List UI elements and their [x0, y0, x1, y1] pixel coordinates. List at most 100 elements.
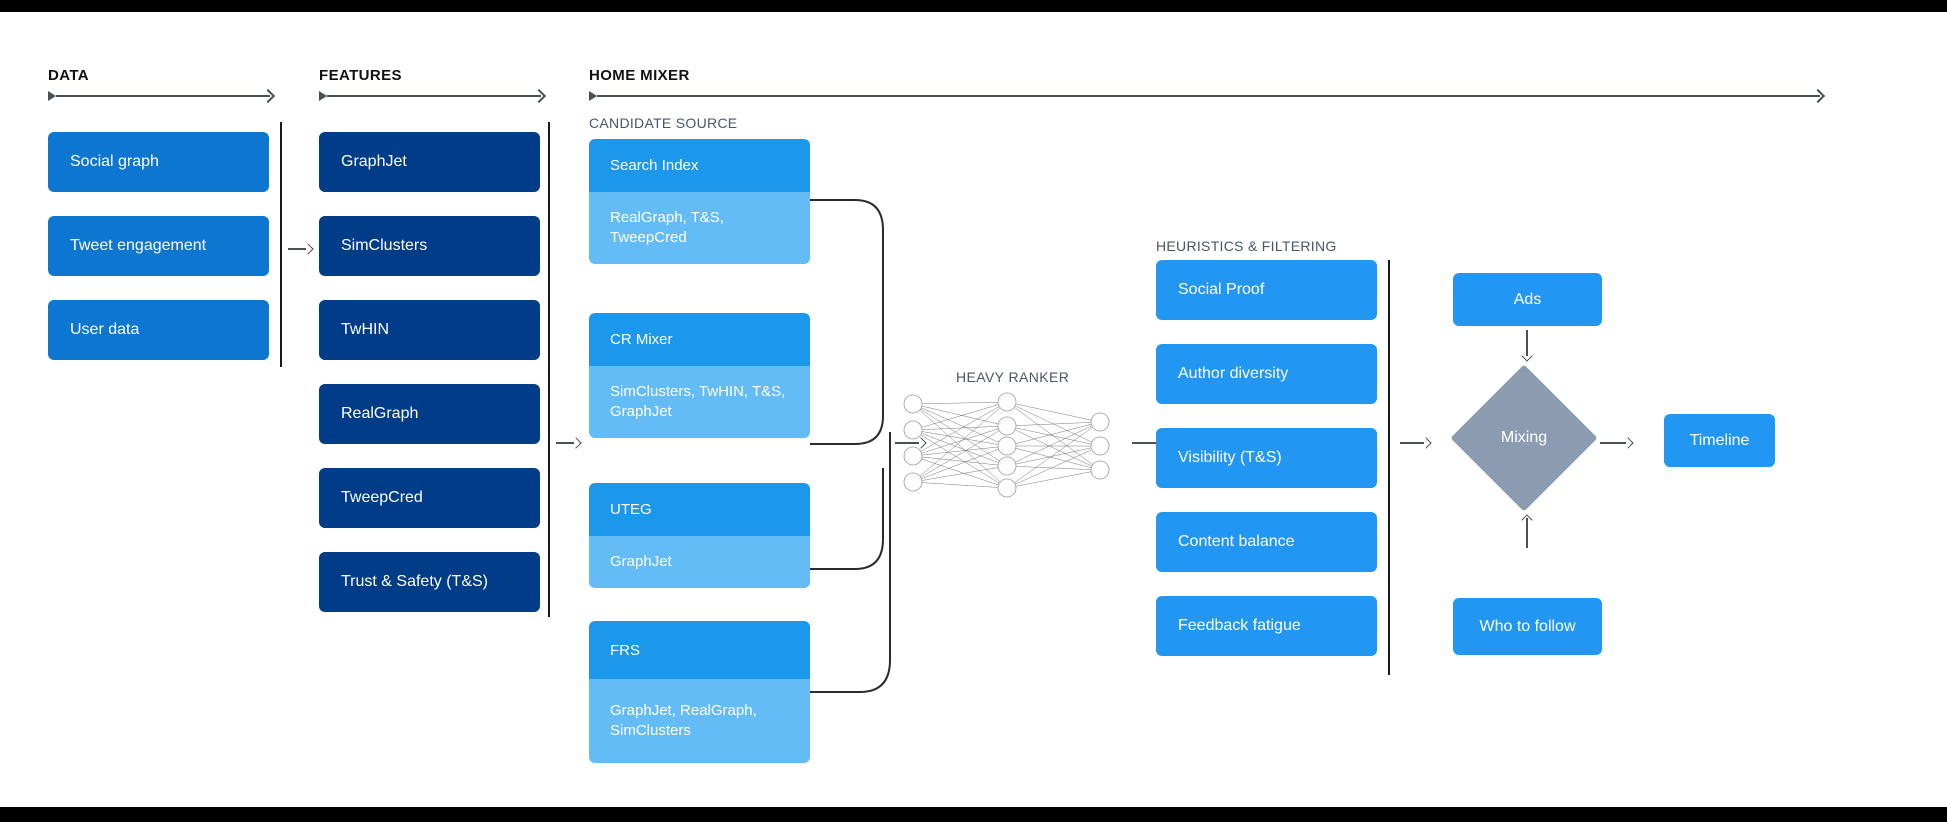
connector-search-index-crmixer	[810, 199, 884, 445]
heuristic-card-visibility[interactable]: Visibility (T&S)	[1156, 428, 1377, 488]
candidate-source-uteg[interactable]: UTEG GraphJet	[589, 483, 810, 588]
arrow-line	[1600, 442, 1626, 444]
arrow-heuristics-to-mixing	[1400, 437, 1432, 449]
axis-line	[597, 95, 1820, 97]
arrow-line	[1526, 330, 1528, 356]
card-label: RealGraph	[341, 405, 419, 422]
output-timeline[interactable]: Timeline	[1664, 414, 1775, 467]
arrow-line	[288, 248, 306, 250]
axis-arrowhead-icon	[533, 90, 545, 102]
card-label: Visibility (T&S)	[1178, 449, 1282, 466]
stage-axis-data	[48, 90, 274, 102]
stage-axis-home-mixer	[589, 90, 1824, 102]
candidate-source-title: Search Index	[589, 139, 810, 192]
data-card-social-graph[interactable]: Social graph	[48, 132, 269, 192]
mixing-input-who-to-follow[interactable]: Who to follow	[1453, 598, 1602, 655]
arrow-heavy-ranker-to-heuristics	[1132, 437, 1164, 449]
candidate-source-title: FRS	[589, 621, 810, 679]
feature-card-realgraph[interactable]: RealGraph	[319, 384, 540, 444]
card-label: Ads	[1513, 290, 1542, 308]
connector-frs	[810, 432, 891, 693]
candidate-source-connectors	[810, 199, 891, 693]
candidate-source-search-index[interactable]: Search Index RealGraph, T&S, TweepCred	[589, 139, 810, 264]
stage-label-home-mixer: HOME MIXER	[589, 67, 690, 84]
section-label-heavy-ranker: HEAVY RANKER	[956, 369, 1070, 385]
arrow-head-icon	[302, 243, 314, 255]
axis-arrowhead-icon	[262, 90, 274, 102]
section-label-candidate-source: CANDIDATE SOURCE	[589, 115, 738, 131]
data-card-tweet-engagement[interactable]: Tweet engagement	[48, 216, 269, 276]
heuristic-card-feedback-fatigue[interactable]: Feedback fatigue	[1156, 596, 1377, 656]
card-label: Trust & Safety (T&S)	[341, 573, 488, 590]
arrow-line	[556, 442, 574, 444]
arrow-head-icon	[1420, 437, 1432, 449]
axis-tail-marker	[589, 91, 597, 101]
axis-line	[327, 95, 541, 97]
divider-features-mixer	[548, 122, 550, 617]
stage-label-data: DATA	[48, 67, 90, 84]
axis-line	[56, 95, 270, 97]
candidate-source-title: UTEG	[589, 483, 810, 536]
feature-card-trust-and-safety[interactable]: Trust & Safety (T&S)	[319, 552, 540, 612]
arrow-head-icon	[570, 437, 582, 449]
stage-axis-features	[319, 90, 545, 102]
feature-card-twhin[interactable]: TwHIN	[319, 300, 540, 360]
candidate-source-features: SimClusters, TwHIN, T&S, GraphJet	[589, 366, 810, 438]
arrow-mixing-to-timeline	[1600, 437, 1634, 449]
card-label: Social graph	[70, 153, 159, 170]
feature-card-tweepcred[interactable]: TweepCred	[319, 468, 540, 528]
axis-tail-marker	[319, 91, 327, 101]
section-label-heuristics: HEURISTICS & FILTERING	[1156, 238, 1337, 254]
card-label: User data	[70, 321, 140, 338]
mixing-input-ads[interactable]: Ads	[1453, 273, 1602, 326]
candidate-source-frs[interactable]: FRS GraphJet, RealGraph, SimClusters	[589, 621, 810, 763]
arrow-line	[1132, 442, 1156, 444]
arrow-head-icon	[1521, 350, 1533, 362]
axis-arrowhead-icon	[1812, 90, 1824, 102]
divider-data-features	[280, 122, 282, 367]
card-label: TwHIN	[341, 321, 389, 338]
mixing-node-label: Mixing	[1500, 429, 1548, 446]
candidate-source-features: RealGraph, T&S, TweepCred	[589, 192, 810, 264]
data-card-user-data[interactable]: User data	[48, 300, 269, 360]
card-label: Content balance	[1178, 533, 1295, 550]
card-label: Who to follow	[1479, 617, 1576, 635]
arrow-head-icon	[1622, 437, 1634, 449]
heavy-ranker-network	[903, 392, 1110, 498]
arrow-features-to-candidate-sources	[556, 437, 582, 449]
network-nodes	[903, 392, 1110, 498]
arrow-head-icon	[1521, 514, 1533, 526]
card-label: Timeline	[1689, 431, 1750, 449]
stage-label-features: FEATURES	[319, 67, 402, 84]
heuristic-card-content-balance[interactable]: Content balance	[1156, 512, 1377, 572]
bottom-letterbox-bar	[0, 807, 1947, 822]
divider-heuristics-mixing	[1388, 260, 1390, 675]
card-label: Tweet engagement	[70, 237, 207, 254]
candidate-source-features: GraphJet	[589, 536, 810, 588]
arrow-line	[895, 442, 919, 444]
arrow-ads-to-mixing	[1521, 330, 1533, 362]
connector-uteg	[810, 468, 884, 570]
candidate-source-features: GraphJet, RealGraph, SimClusters	[589, 679, 810, 763]
arrow-who-to-follow-to-mixing	[1521, 514, 1533, 548]
arrow-data-to-features	[288, 243, 314, 255]
diagram-canvas: DATA FEATURES HOME MIXER CANDIDATE SOURC…	[0, 12, 1947, 807]
feature-card-simclusters[interactable]: SimClusters	[319, 216, 540, 276]
arrow-sources-to-heavy-ranker	[895, 437, 927, 449]
card-label: Feedback fatigue	[1178, 617, 1301, 634]
card-label: GraphJet	[341, 153, 407, 170]
axis-tail-marker	[48, 91, 56, 101]
candidate-source-cr-mixer[interactable]: CR Mixer SimClusters, TwHIN, T&S, GraphJ…	[589, 313, 810, 438]
candidate-source-title: CR Mixer	[589, 313, 810, 366]
heuristic-card-author-diversity[interactable]: Author diversity	[1156, 344, 1377, 404]
feature-card-graphjet[interactable]: GraphJet	[319, 132, 540, 192]
card-label: Author diversity	[1178, 365, 1289, 382]
arrow-line	[1526, 518, 1528, 548]
top-letterbox-bar	[0, 0, 1947, 12]
card-label: Social Proof	[1178, 281, 1265, 298]
card-label: SimClusters	[341, 237, 428, 254]
network-edges	[912, 401, 1101, 489]
card-label: TweepCred	[341, 489, 423, 506]
heuristic-card-social-proof[interactable]: Social Proof	[1156, 260, 1377, 320]
